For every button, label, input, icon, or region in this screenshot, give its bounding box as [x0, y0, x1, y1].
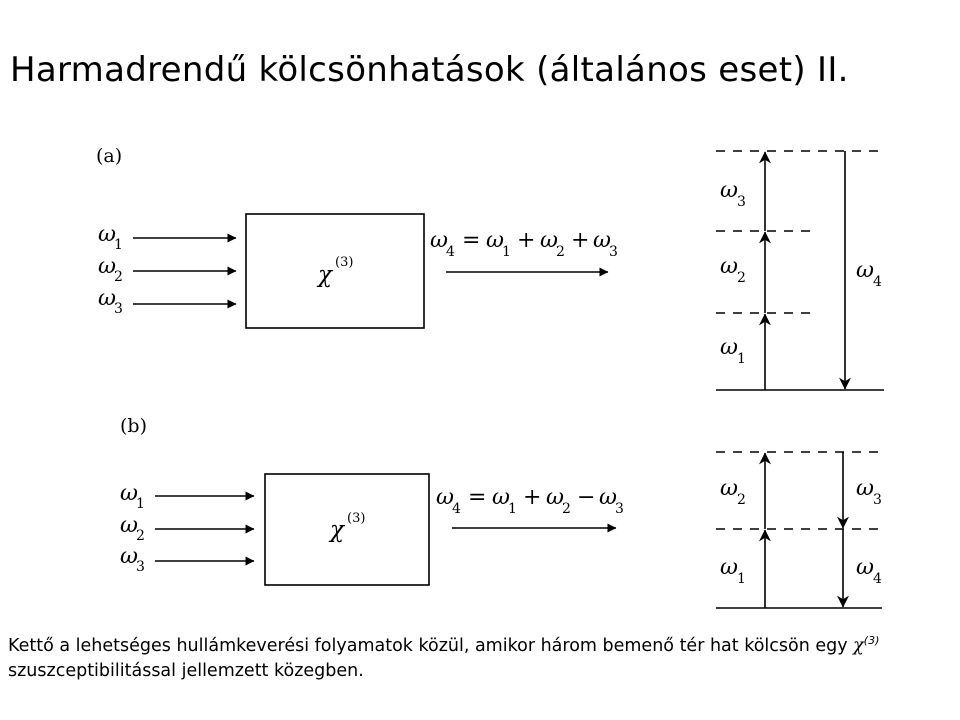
svg-text:χ: χ	[328, 517, 346, 543]
svg-text:1: 1	[136, 496, 145, 512]
caption-chi-symbol: χ	[853, 635, 864, 656]
svg-text:2: 2	[737, 492, 746, 508]
figure-caption: Kettő a lehetséges hullámkeverési folyam…	[8, 628, 943, 684]
panel-b-input-3-label: ω 3	[120, 544, 145, 575]
caption-text-after: szuszceptibilitással jellemzett közegben…	[8, 660, 364, 681]
panel-b-susceptibility-label: χ (3)	[328, 511, 365, 543]
svg-text:ω: ω	[856, 258, 874, 283]
svg-text:3: 3	[136, 559, 145, 575]
panel-b: (b) ω 1 ω 2 ω 3 χ (3) ω 4 = ω 1 + ω	[120, 415, 882, 609]
panel-a-susceptibility-label: χ (3)	[316, 255, 353, 288]
svg-text:ω: ω	[98, 222, 116, 247]
svg-text:ω: ω	[492, 485, 510, 510]
svg-text:2: 2	[556, 244, 565, 260]
svg-text:3: 3	[615, 501, 624, 517]
slide-title: Harmadrendű kölcsönhatások (általános es…	[10, 50, 849, 90]
svg-text:3: 3	[609, 244, 618, 260]
panel-b-input-1-label: ω 1	[120, 481, 145, 512]
panel-a: (a) ω 1 ω 2 ω 3 χ (3) ω 4 = ω 1	[96, 145, 884, 391]
panel-a-output-equation: ω 4 = ω 1 + ω 2 + ω 3	[430, 228, 618, 260]
svg-text:ω: ω	[430, 228, 448, 253]
svg-text:−: −	[577, 485, 595, 510]
panel-a-level-label-4: ω 4	[856, 258, 882, 290]
svg-text:2: 2	[737, 270, 746, 286]
svg-text:1: 1	[114, 237, 123, 253]
panel-a-label: (a)	[96, 145, 122, 167]
svg-text:1: 1	[737, 571, 746, 587]
svg-text:4: 4	[446, 244, 455, 260]
svg-text:=: =	[462, 228, 480, 253]
caption-chi-order: (3)	[863, 634, 880, 647]
panel-b-output-equation: ω 4 = ω 1 + ω 2 − ω 3	[436, 485, 624, 517]
svg-text:2: 2	[136, 528, 145, 544]
svg-text:1: 1	[508, 501, 517, 517]
panel-b-level-label-1: ω 1	[720, 555, 746, 587]
svg-text:ω: ω	[540, 228, 558, 253]
svg-text:χ: χ	[316, 262, 334, 288]
svg-text:ω: ω	[593, 228, 611, 253]
svg-text:=: =	[468, 485, 486, 510]
svg-text:3: 3	[737, 194, 746, 210]
svg-text:ω: ω	[436, 485, 454, 510]
svg-text:1: 1	[502, 244, 511, 260]
panel-b-level-label-3: ω 3	[856, 476, 882, 508]
svg-text:(3): (3)	[335, 255, 353, 270]
svg-text:ω: ω	[546, 485, 564, 510]
svg-text:2: 2	[114, 269, 123, 285]
svg-text:ω: ω	[98, 254, 116, 279]
svg-text:ω: ω	[856, 555, 874, 580]
panel-b-label: (b)	[120, 415, 147, 437]
svg-text:ω: ω	[486, 228, 504, 253]
svg-text:+: +	[571, 228, 589, 253]
svg-text:ω: ω	[98, 286, 116, 311]
svg-text:ω: ω	[599, 485, 617, 510]
svg-text:1: 1	[737, 351, 746, 367]
svg-text:+: +	[523, 485, 541, 510]
panel-b-level-label-2: ω 2	[720, 476, 746, 508]
svg-text:(3): (3)	[347, 511, 365, 526]
svg-text:3: 3	[114, 301, 123, 317]
caption-text-before: Kettő a lehetséges hullámkeverési folyam…	[8, 635, 854, 656]
panel-a-input-1-label: ω 1	[98, 222, 123, 253]
panel-b-medium-box	[264, 473, 430, 586]
svg-text:ω: ω	[120, 481, 138, 506]
panel-a-medium-box	[245, 213, 425, 329]
panel-a-level-label-3: ω 3	[720, 178, 746, 210]
panel-a-level-label-1: ω 1	[720, 335, 746, 367]
svg-text:3: 3	[873, 492, 882, 508]
svg-text:2: 2	[562, 501, 571, 517]
svg-text:ω: ω	[720, 555, 738, 580]
panel-a-energy-diagram: ω 1 ω 2 ω 3 ω 4	[716, 150, 884, 391]
panel-a-input-3-label: ω 3	[98, 286, 123, 317]
panel-a-input-2-label: ω 2	[98, 254, 123, 285]
panel-a-level-label-2: ω 2	[720, 254, 746, 286]
svg-text:ω: ω	[720, 476, 738, 501]
svg-text:ω: ω	[856, 476, 874, 501]
svg-text:+: +	[517, 228, 535, 253]
panel-b-energy-diagram: ω 1 ω 2 ω 3 ω 4	[716, 451, 882, 609]
svg-text:ω: ω	[120, 544, 138, 569]
svg-text:4: 4	[452, 501, 461, 517]
panel-b-level-label-4: ω 4	[856, 555, 882, 587]
svg-text:ω: ω	[720, 335, 738, 360]
svg-text:ω: ω	[720, 178, 738, 203]
svg-text:4: 4	[873, 274, 882, 290]
svg-text:4: 4	[873, 571, 882, 587]
panel-b-input-2-label: ω 2	[120, 513, 145, 544]
svg-text:ω: ω	[120, 513, 138, 538]
svg-text:ω: ω	[720, 254, 738, 279]
